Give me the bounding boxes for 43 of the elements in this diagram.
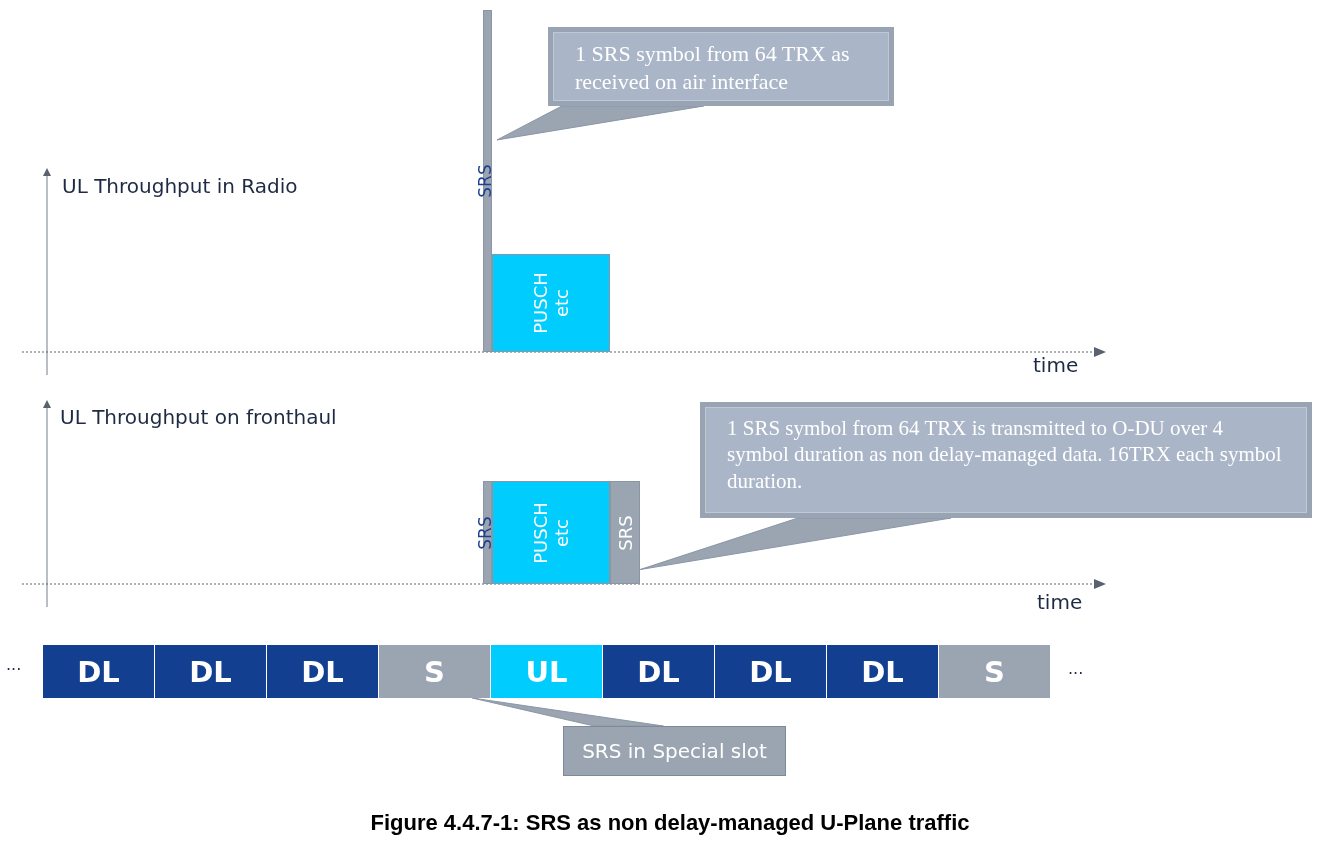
axis-title: UL Throughput on fronthaul [60, 405, 337, 429]
callout-pointer [639, 517, 952, 571]
slot-cell [603, 645, 714, 698]
slot-label: UL [525, 654, 568, 689]
axis-title: UL Throughput in Radio [62, 174, 298, 198]
callout-box [548, 27, 894, 106]
note-box [563, 726, 786, 776]
bar-label: SRS [475, 515, 495, 550]
figure-caption: Figure 4.4.7-1: SRS as non delay-managed U-Plane traffic [369, 810, 971, 836]
slot-cell [715, 645, 826, 698]
axis-label: time [1033, 353, 1079, 377]
slot-label: DL [749, 654, 792, 689]
callout-pointer [471, 697, 664, 727]
srs-bar [476, 10, 494, 352]
bar-label: SRS [475, 164, 495, 198]
ellipsis: ... [6, 655, 22, 674]
ellipsis: ... [1068, 659, 1084, 678]
slot-label: DL [301, 654, 344, 689]
note-text: SRS in Special slot [582, 739, 767, 763]
slot-label: DL [77, 654, 120, 689]
callout-text: 1 SRS symbol from 64 TRX as received on air interface [575, 40, 851, 95]
slot-cell [491, 645, 602, 698]
callout-text: 1 SRS symbol from 64 TRX is transmitted to O-DU over 4 symbol duration as non delay-managed data. 16TRX each symbol duration. [727, 415, 1283, 494]
srs-block [610, 481, 640, 584]
slot-label: DL [637, 654, 680, 689]
slot-cell [379, 645, 490, 698]
slot-label: DL [861, 654, 904, 689]
slot-cell [155, 645, 266, 698]
pusch-block [492, 481, 610, 584]
slot-cell [827, 645, 938, 698]
slot-label: S [424, 654, 445, 689]
slot-cell [267, 645, 378, 698]
slot-cell [939, 645, 1050, 698]
block-label: PUSCH etc [530, 500, 572, 566]
slot-label: DL [189, 654, 232, 689]
callout-box [700, 402, 1312, 518]
slot-label: S [984, 654, 1005, 689]
callout-pointer [496, 105, 705, 141]
slot-cell [43, 645, 154, 698]
axis-label: time [1037, 590, 1083, 614]
block-label: PUSCH etc [530, 271, 572, 336]
pusch-block [492, 254, 610, 352]
block-label: SRS [614, 513, 636, 553]
